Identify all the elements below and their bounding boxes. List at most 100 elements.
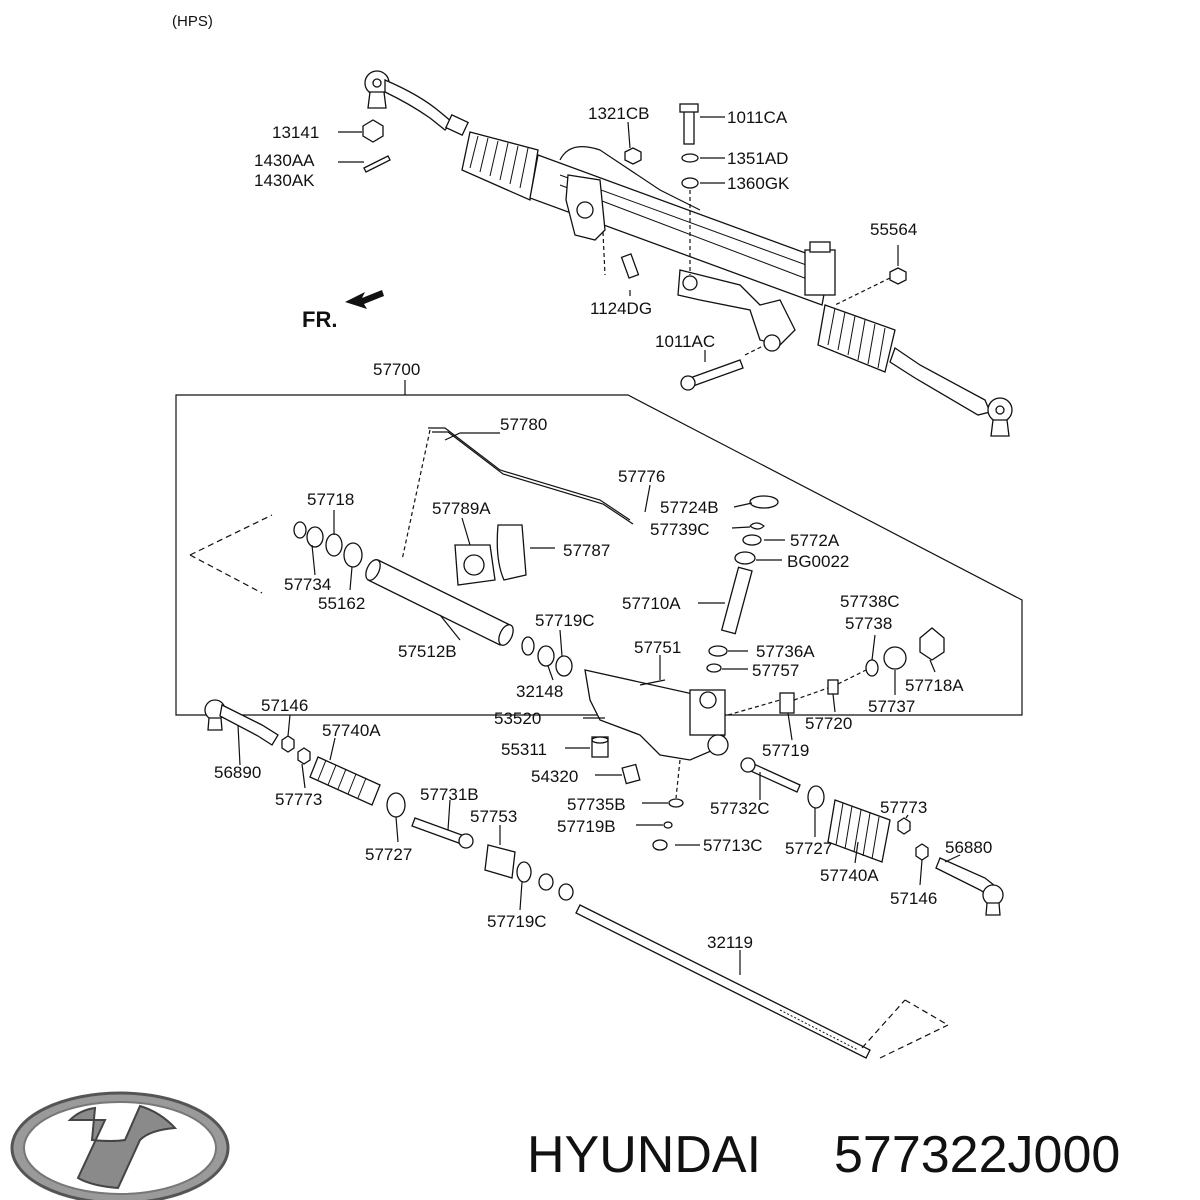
bushing-54320 xyxy=(621,763,641,785)
yoke-57737 xyxy=(883,646,907,670)
callout-1360GK[interactable]: 1360GK xyxy=(727,174,790,193)
callout-57740A-right[interactable]: 57740A xyxy=(820,866,879,885)
rack-bushing-57753 xyxy=(484,844,516,879)
callout-57753[interactable]: 57753 xyxy=(470,807,517,826)
callout-57751[interactable]: 57751 xyxy=(634,638,681,657)
callout-57700[interactable]: 57700 xyxy=(373,360,420,379)
callout-57735B[interactable]: 57735B xyxy=(567,795,626,814)
callout-55311[interactable]: 55311 xyxy=(501,740,547,759)
callout-57146-right[interactable]: 57146 xyxy=(890,889,937,908)
brand-footer: HYUNDAI 577322J000 xyxy=(10,1091,1120,1200)
callout-55162[interactable]: 55162 xyxy=(318,594,365,613)
ring-57757 xyxy=(706,663,722,673)
callout-57773-right[interactable]: 57773 xyxy=(880,798,927,817)
callout-57780[interactable]: 57780 xyxy=(500,415,547,434)
nut-57146-left xyxy=(281,735,295,753)
callout-57738[interactable]: 57738 xyxy=(845,614,892,633)
nut-55564 xyxy=(889,267,907,285)
front-arrow-icon xyxy=(345,290,384,309)
boot-right-top xyxy=(817,304,896,373)
callout-56880[interactable]: 56880 xyxy=(945,838,992,857)
callout-57719B[interactable]: 57719B xyxy=(557,817,616,836)
bolt-1011AC xyxy=(689,359,744,387)
ring-57719C-lower xyxy=(516,861,532,883)
front-label: FR. xyxy=(302,307,337,332)
cap-57724B xyxy=(749,495,779,509)
washer-1351AD xyxy=(681,153,699,163)
callout-57727-right[interactable]: 57727 xyxy=(785,839,832,858)
callout-57740A-left[interactable]: 57740A xyxy=(322,721,381,740)
ring-57719C-upper xyxy=(555,655,573,677)
seal-BG0022 xyxy=(734,551,756,565)
callout-57718[interactable]: 57718 xyxy=(307,490,354,509)
ring-32148 xyxy=(521,636,535,656)
callout-1011AC[interactable]: 1011AC xyxy=(655,332,715,351)
callout-1430AK[interactable]: 1430AK xyxy=(254,171,315,190)
callout-57731B[interactable]: 57731B xyxy=(420,785,479,804)
callout-13141[interactable]: 13141 xyxy=(272,123,319,142)
variant-label: (HPS) xyxy=(172,13,213,30)
callout-leaders xyxy=(237,432,961,975)
pinion-shaft-57710A xyxy=(720,566,753,635)
callout-57738C[interactable]: 57738C xyxy=(840,592,900,611)
nut-57720 xyxy=(827,679,839,695)
ring-57734 xyxy=(293,521,307,539)
callout-1321CB[interactable]: 1321CB xyxy=(588,104,649,123)
callout-54320[interactable]: 54320 xyxy=(531,767,578,786)
front-direction-indicator: FR. xyxy=(302,290,384,332)
ring-5772A xyxy=(742,534,762,546)
callout-57719C-upper[interactable]: 57719C xyxy=(535,611,595,630)
callout-57739C[interactable]: 57739C xyxy=(650,520,710,539)
callout-56890[interactable]: 56890 xyxy=(214,763,261,782)
clip-57727-right xyxy=(807,785,825,809)
callout-57737[interactable]: 57737 xyxy=(868,697,915,716)
clamp-57787 xyxy=(496,524,527,581)
callout-57757[interactable]: 57757 xyxy=(752,661,799,680)
exploded-parts xyxy=(189,427,1004,1059)
seal-57713C xyxy=(652,839,668,851)
nut-13141 xyxy=(362,119,384,143)
callout-57710A[interactable]: 57710A xyxy=(622,594,681,613)
snap-ring-57739C xyxy=(749,522,765,530)
callout-57724B[interactable]: 57724B xyxy=(660,498,719,517)
callout-labels: 13141 1430AA 1430AK 1321CB 1011CA 1351AD… xyxy=(214,104,992,952)
callout-57146-left[interactable]: 57146 xyxy=(261,696,308,715)
nut-57146-right xyxy=(915,843,929,861)
callout-32119[interactable]: 32119 xyxy=(707,933,753,952)
gear-housing-top xyxy=(529,154,831,306)
boot-57740A-left xyxy=(309,756,381,806)
callout-57718A[interactable]: 57718A xyxy=(905,676,964,695)
clip-57727-left xyxy=(386,792,406,818)
callout-57736A[interactable]: 57736A xyxy=(756,642,815,661)
callout-57787[interactable]: 57787 xyxy=(563,541,610,560)
callout-53520[interactable]: 53520 xyxy=(494,709,541,728)
bolt-1011CA xyxy=(683,107,695,145)
callout-57789A[interactable]: 57789A xyxy=(432,499,491,518)
callout-57727-left[interactable]: 57727 xyxy=(365,845,412,864)
callout-57719[interactable]: 57719 xyxy=(762,741,809,760)
callout-BG0022[interactable]: BG0022 xyxy=(787,552,849,571)
callout-57776[interactable]: 57776 xyxy=(618,467,665,486)
callout-57512B[interactable]: 57512B xyxy=(398,642,457,661)
callout-1124DG[interactable]: 1124DG xyxy=(590,299,652,318)
top-assembly xyxy=(338,70,1013,437)
callout-1430AA[interactable]: 1430AA xyxy=(254,151,315,170)
callout-57773-left[interactable]: 57773 xyxy=(275,790,322,809)
plug-57719 xyxy=(779,692,795,714)
callout-32148[interactable]: 32148 xyxy=(516,682,563,701)
callout-57732C[interactable]: 57732C xyxy=(710,799,770,818)
pin-1430 xyxy=(363,155,391,173)
washer-1360GK xyxy=(681,177,699,189)
callout-57713C[interactable]: 57713C xyxy=(703,836,763,855)
callout-1011CA[interactable]: 1011CA xyxy=(727,108,788,127)
pipe-57780 xyxy=(428,427,631,521)
nut-1321CB xyxy=(624,147,642,165)
callout-57719C-lower[interactable]: 57719C xyxy=(487,912,547,931)
callout-57720[interactable]: 57720 xyxy=(805,714,852,733)
callout-57734[interactable]: 57734 xyxy=(284,575,331,594)
callout-1351AD[interactable]: 1351AD xyxy=(727,149,788,168)
ring-57738 xyxy=(865,659,879,677)
brand-name: HYUNDAI xyxy=(527,1126,761,1184)
callout-5772A[interactable]: 5772A xyxy=(790,531,840,550)
callout-55564[interactable]: 55564 xyxy=(870,220,917,239)
